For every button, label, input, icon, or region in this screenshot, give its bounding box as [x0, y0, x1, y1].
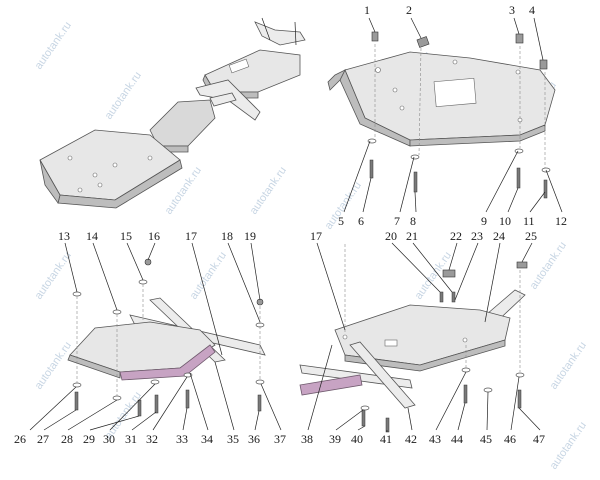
assembly-overview — [39, 17, 306, 209]
clip-nut-2 — [416, 36, 430, 48]
callout-7: 7 — [394, 214, 400, 228]
callout-15: 15 — [120, 229, 132, 243]
callout-40: 40 — [351, 432, 363, 446]
callout-25: 25 — [525, 229, 537, 243]
callout-35: 35 — [227, 432, 239, 446]
callout-32: 32 — [146, 432, 158, 446]
clip-nut-3 — [515, 33, 524, 44]
engine-plate-exploded — [327, 31, 556, 199]
watermark: autotank.ru — [33, 20, 74, 72]
gearbox-plate — [149, 99, 216, 147]
watermark: autotank.ru — [548, 340, 589, 392]
clip-nut — [371, 31, 379, 42]
callout-27: 27 — [37, 432, 49, 446]
callout-8: 8 — [410, 214, 416, 228]
gearbox-plate-exploded — [67, 258, 266, 417]
callout-22: 22 — [450, 229, 462, 243]
accent-plate — [119, 344, 216, 381]
callout-23: 23 — [471, 229, 483, 243]
callout-26: 26 — [14, 432, 26, 446]
callout-24: 24 — [493, 229, 505, 243]
watermark: autotank.ru — [103, 70, 144, 122]
clip-nut-4 — [539, 59, 548, 70]
callout-39: 39 — [329, 432, 341, 446]
callout-30: 30 — [103, 432, 115, 446]
callout-1: 1 — [364, 3, 370, 17]
watermark: autotank.ru — [528, 240, 569, 292]
callout-43: 43 — [429, 432, 441, 446]
callout-12: 12 — [555, 214, 567, 228]
callout-28: 28 — [61, 432, 73, 446]
watermark: autotank.ru — [188, 250, 229, 302]
callout-17b: 17 — [310, 229, 322, 243]
watermark: autotank.ru — [33, 250, 74, 302]
callout-45: 45 — [480, 432, 492, 446]
callout-21: 21 — [406, 229, 418, 243]
callout-38: 38 — [301, 432, 313, 446]
callout-34: 34 — [201, 432, 213, 446]
callout-47: 47 — [533, 432, 545, 446]
callout-11: 11 — [523, 214, 535, 228]
callout-9: 9 — [481, 214, 487, 228]
callout-33: 33 — [176, 432, 188, 446]
callout-10: 10 — [499, 214, 511, 228]
callout-46: 46 — [504, 432, 516, 446]
transfer-plate-exploded — [299, 244, 528, 433]
rear-bracket — [254, 21, 306, 46]
clip-nut-5 — [442, 269, 456, 278]
callout-3: 3 — [509, 3, 515, 17]
callout-31: 31 — [125, 432, 137, 446]
callout-5: 5 — [338, 214, 344, 228]
callout-36: 36 — [248, 432, 260, 446]
callout-17: 17 — [185, 229, 197, 243]
callout-19: 19 — [244, 229, 256, 243]
callout-37: 37 — [274, 432, 286, 446]
callout-16: 16 — [148, 229, 160, 243]
nut — [144, 258, 152, 266]
callout-labels: 1 2 3 4 5 6 7 8 9 10 11 12 13 14 15 16 1… — [14, 3, 567, 446]
watermark: autotank.ru — [248, 165, 289, 217]
watermark: autotank.ru — [548, 420, 589, 472]
callout-29: 29 — [83, 432, 95, 446]
callout-6: 6 — [358, 214, 364, 228]
callout-13: 13 — [58, 229, 70, 243]
leader-lines — [29, 17, 563, 432]
accent-plate-2 — [299, 374, 363, 396]
callout-44: 44 — [451, 432, 463, 446]
callout-2: 2 — [406, 3, 412, 17]
callout-18: 18 — [221, 229, 233, 243]
clip-nut-6 — [516, 261, 528, 269]
callout-14: 14 — [86, 229, 98, 243]
callout-20: 20 — [385, 229, 397, 243]
callout-42: 42 — [405, 432, 417, 446]
callout-4: 4 — [529, 3, 535, 17]
callout-41: 41 — [380, 432, 392, 446]
watermark: autotank.ru — [33, 340, 74, 392]
